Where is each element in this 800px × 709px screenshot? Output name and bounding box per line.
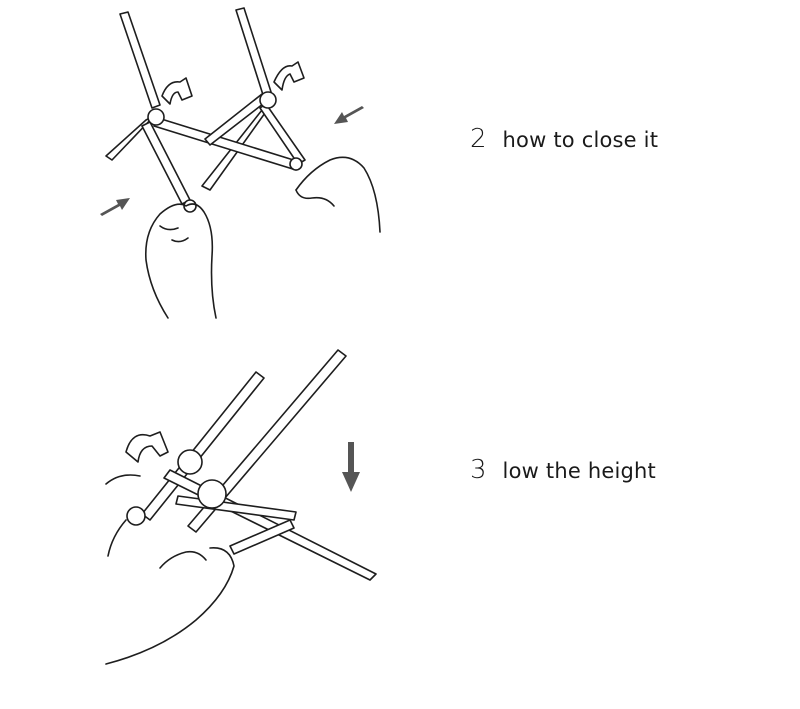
- step-3: 3 low the height: [470, 455, 656, 485]
- hand-folded-drawing: [105, 474, 235, 665]
- push-arrow-right-icon: [334, 106, 364, 124]
- stand-folded-drawing: [125, 349, 377, 581]
- stand-open-drawing: [105, 7, 306, 213]
- step-2-label: how to close it: [502, 128, 659, 152]
- step-3-number: 3: [470, 455, 487, 485]
- step-3-label: low the height: [502, 459, 656, 483]
- step-2: 2 how to close it: [470, 124, 658, 154]
- hand-left-drawing: [144, 203, 217, 319]
- step-2-number: 2: [470, 124, 487, 154]
- hand-right-drawing: [295, 156, 381, 233]
- down-arrow-icon: [342, 442, 360, 492]
- push-arrow-left-icon: [100, 198, 130, 216]
